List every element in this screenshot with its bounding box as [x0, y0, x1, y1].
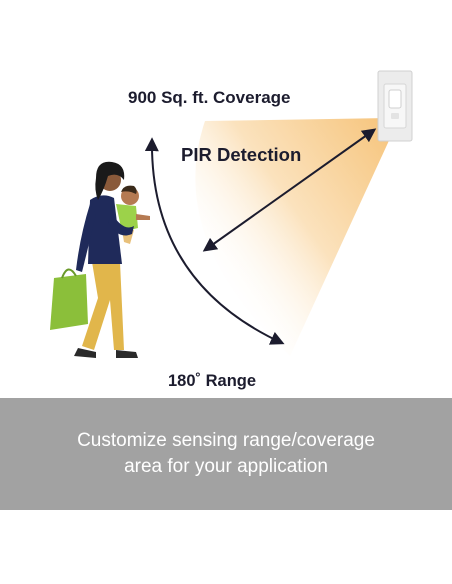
pir-detection-label: PIR Detection: [181, 144, 302, 165]
motion-sensor-switch-icon: [377, 70, 413, 142]
banner-line-1: Customize sensing range/coverage: [77, 430, 375, 451]
range-arc-arrow: [144, 137, 285, 345]
illustration-svg: [50, 70, 413, 358]
detection-distance-arrow: [202, 128, 377, 252]
banner-text: Customize sensing range/coverage area fo…: [77, 428, 375, 480]
range-label: 180˚ Range: [168, 372, 257, 390]
illustration-area: 900 Sq. ft. Coverage PIR Detection 180˚ …: [50, 70, 413, 390]
banner-line-2: area for your application: [124, 456, 328, 477]
coverage-label: 900 Sq. ft. Coverage: [128, 88, 291, 107]
info-banner: Customize sensing range/coverage area fo…: [0, 398, 452, 510]
person-carrying-baby-illustration: [50, 161, 150, 358]
